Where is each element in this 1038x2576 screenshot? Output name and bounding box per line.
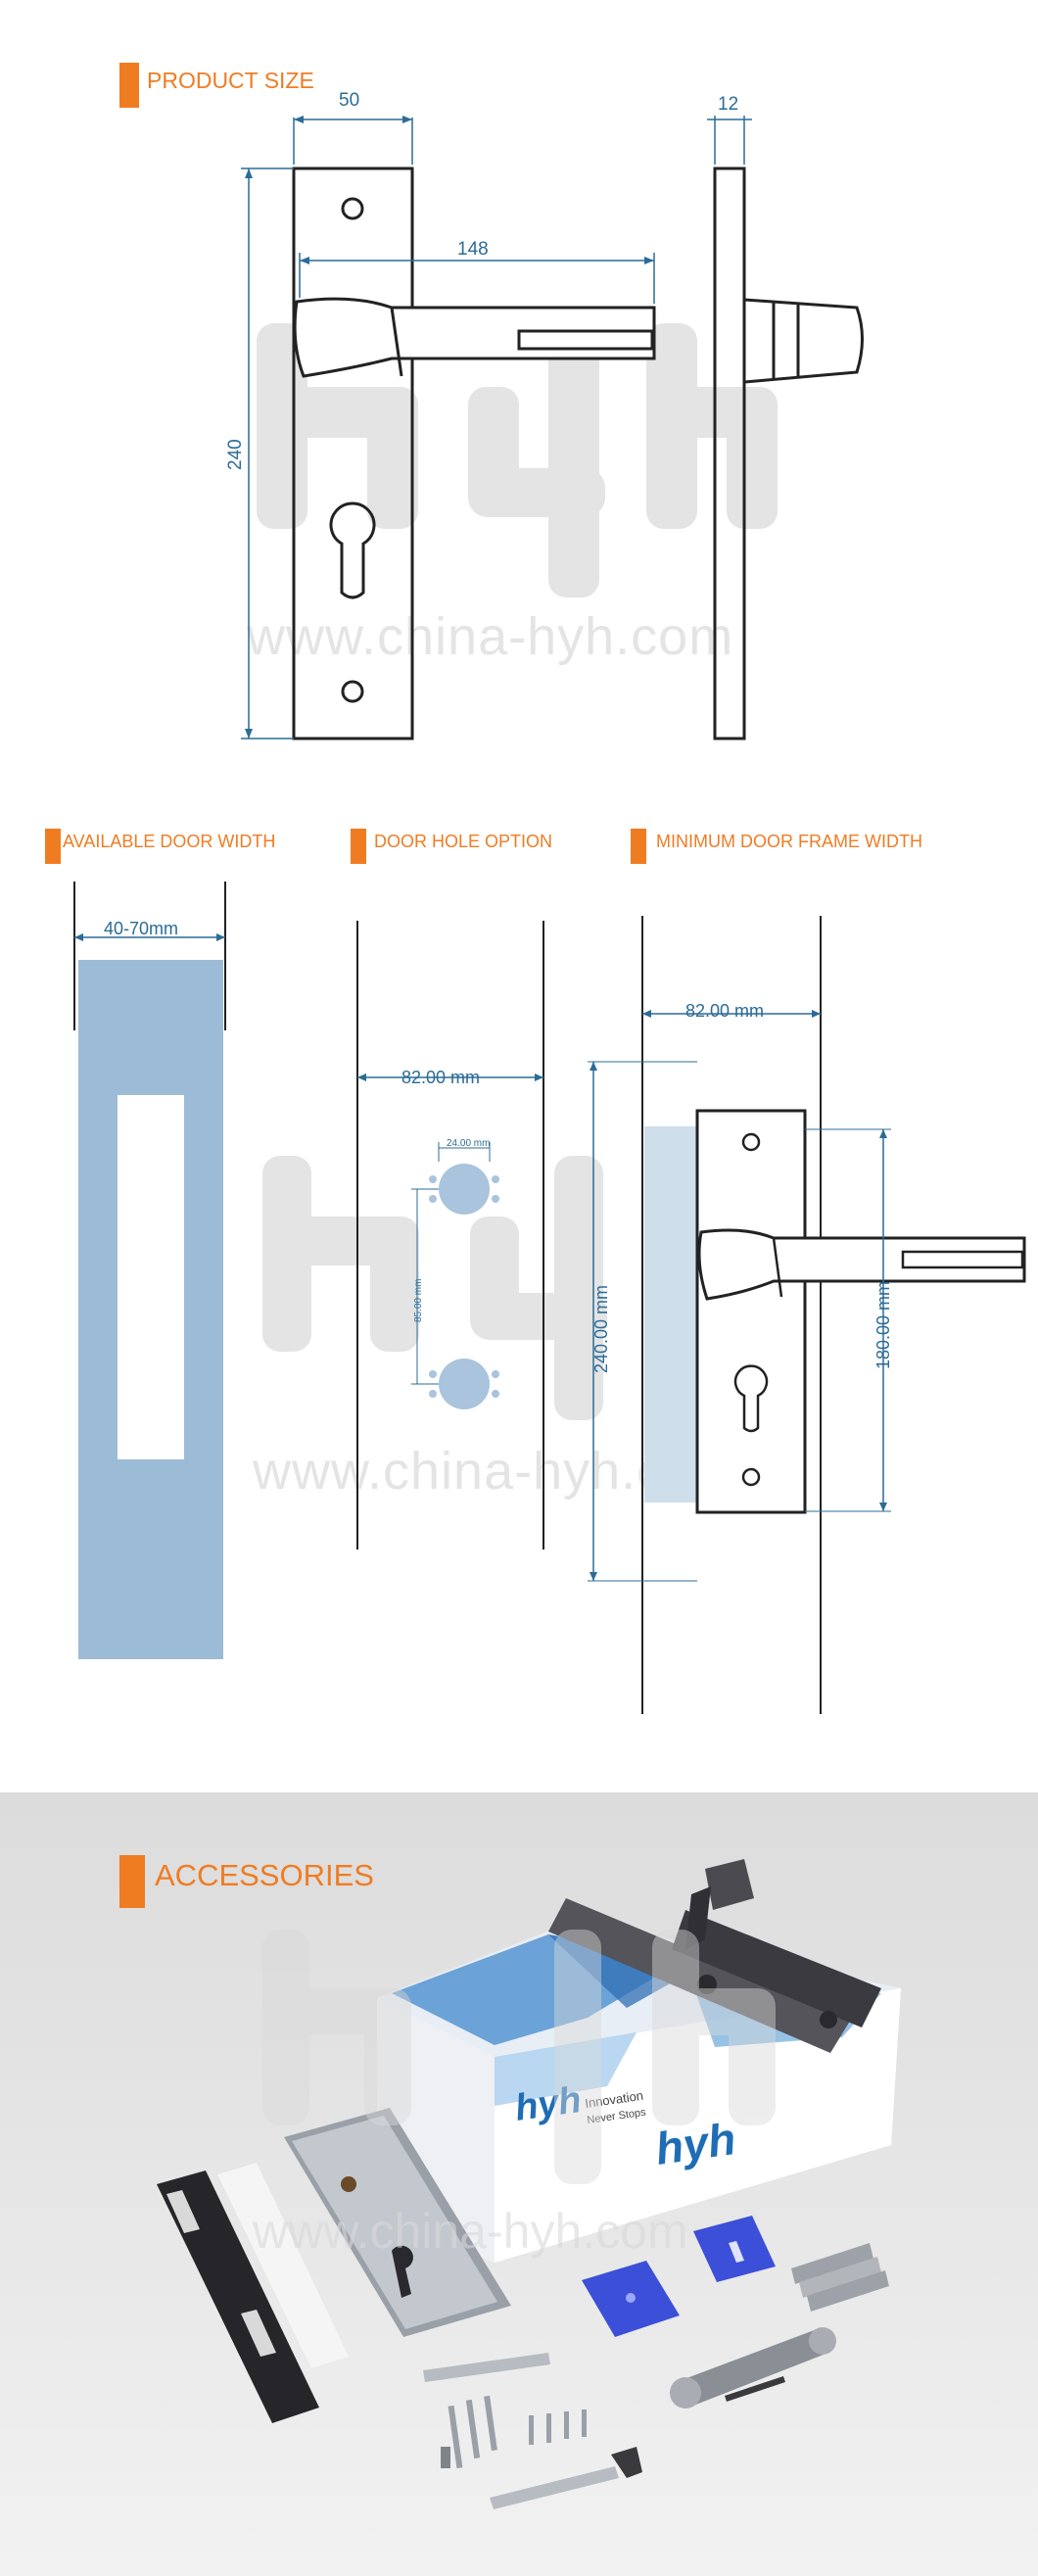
heading-accent-bar (631, 829, 646, 864)
front-plate (292, 167, 414, 740)
accessories-photo: hyh Innovation Never Stops hyh (157, 1859, 901, 2509)
door-hole-layout (356, 921, 544, 1550)
hole-width-label: 82.00 mm (401, 1068, 480, 1087)
box-side-logo: hyh (652, 2113, 738, 2174)
door-width-range-label: 40-70mm (104, 919, 178, 938)
handle-length-label: 148 (457, 239, 489, 260)
options-drawing: www.china-hyh.com 40-70mm 82.00 mm 24.00… (73, 882, 1026, 1714)
minimum-door-frame-width-title: MINIMUM DOOR FRAME WIDTH (656, 831, 922, 851)
dim-width-50 (293, 116, 413, 165)
lever-handle-set (548, 1859, 881, 2053)
box-brand-logo: hyh (512, 2079, 584, 2129)
product-size-drawing: www.china-hyh.com 50 12 14 (225, 90, 864, 740)
heading-accent-bar (45, 829, 61, 864)
lever-handle-front (293, 297, 656, 378)
door-hole-option-heading: DOOR HOLE OPTION (351, 829, 552, 864)
watermark-logo (262, 1930, 776, 2184)
hole-spacing-label: 24.00 mm (447, 1138, 490, 1149)
mortise-lock-body (284, 2108, 511, 2337)
door-hole-option-title: DOOR HOLE OPTION (374, 831, 553, 851)
keys (791, 2243, 889, 2312)
watermark-url: www.china-hyh.com (252, 2204, 688, 2259)
spindle-plates (582, 2216, 776, 2337)
frame-width-label: 82.00 mm (685, 1001, 764, 1021)
accessories-heading: ACCESSORIES (119, 1855, 374, 1908)
accessories-title: ACCESSORIES (155, 1858, 374, 1892)
watermark-url: www.china-hyh.com (246, 607, 733, 666)
dim-thickness-12 (707, 116, 752, 165)
width-label: 50 (339, 90, 359, 111)
center-distance-label: 180.00 mm (873, 1281, 893, 1369)
heading-accent-bar (351, 829, 366, 864)
dim-height-240 (241, 167, 294, 739)
vertical-spacing-label: 85.00 mm (413, 1279, 424, 1322)
dim-handle-148 (299, 253, 655, 304)
accessories-watermark: www.china-hyh.com (252, 1930, 776, 2259)
strike-plate (157, 2163, 349, 2423)
side-view (713, 167, 864, 740)
door-slab (73, 882, 226, 1659)
available-door-width-heading: AVAILABLE DOOR WIDTH (45, 829, 275, 864)
frame-layout (588, 916, 1026, 1714)
heading-accent-bar (119, 1855, 145, 1908)
plate-height-label: 240.00 mm (591, 1285, 611, 1373)
height-label: 240 (225, 439, 246, 470)
lock-cylinder (670, 2327, 836, 2409)
available-door-width-title: AVAILABLE DOOR WIDTH (63, 831, 276, 851)
screws-and-spindles (423, 2353, 785, 2509)
minimum-door-frame-width-heading: MINIMUM DOOR FRAME WIDTH (631, 829, 922, 864)
product-size-heading: PRODUCT SIZE (119, 63, 314, 108)
product-size-title: PRODUCT SIZE (147, 67, 314, 93)
heading-accent-bar (119, 63, 139, 108)
thickness-label: 12 (718, 94, 738, 115)
